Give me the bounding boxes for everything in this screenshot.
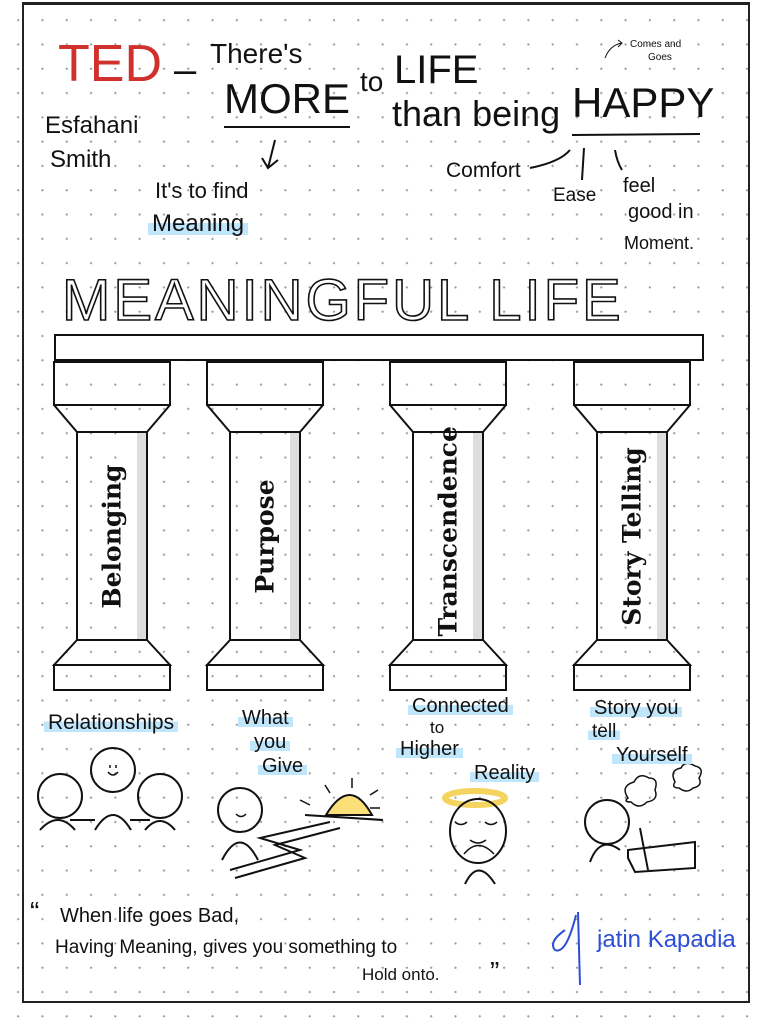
meaning-line2: Meaning bbox=[148, 212, 249, 236]
caption-story-you: Story you bbox=[590, 698, 683, 718]
title-more: MORE bbox=[224, 78, 350, 128]
meaning-line1: It's to find bbox=[155, 178, 249, 203]
caption-to: to bbox=[430, 718, 445, 737]
pillar-shadow bbox=[473, 432, 483, 640]
main-title: MEANINGFUL LIFE bbox=[61, 268, 624, 333]
pillar-1 bbox=[51, 361, 173, 691]
caption-what: What bbox=[238, 708, 293, 728]
caption-reality: Reality bbox=[470, 763, 540, 783]
purpose-figure bbox=[217, 778, 384, 879]
caption-tell: tell bbox=[588, 722, 621, 741]
caption-higher: Higher bbox=[396, 739, 463, 759]
quote-line3: Hold onto. bbox=[362, 965, 440, 984]
aspect-ease: Ease bbox=[553, 185, 597, 206]
pillar-beam bbox=[54, 334, 704, 361]
caption-yourself: Yourself bbox=[612, 745, 692, 765]
quote-open-mark: “ bbox=[30, 896, 40, 927]
aspect-moment: Moment. bbox=[624, 233, 695, 253]
ted-logo: TED bbox=[58, 35, 162, 93]
transcendence-figure bbox=[442, 788, 508, 885]
pillar-outline bbox=[204, 361, 326, 691]
caption-give: Give bbox=[258, 756, 308, 776]
quote-line2: Having Meaning, gives you something to bbox=[55, 937, 398, 958]
pillar-3 bbox=[387, 361, 509, 691]
caption-connected: Connected bbox=[408, 696, 513, 716]
pillar-label-purpose: Purpose bbox=[250, 479, 280, 594]
title-life: LIFE bbox=[394, 48, 479, 92]
pillar-label-belonging: Belonging bbox=[97, 464, 127, 609]
speaker-first: Esfahani bbox=[45, 112, 139, 139]
note-goes: Goes bbox=[648, 52, 672, 63]
aspect-feel: feel bbox=[623, 175, 656, 197]
title-than-being: than being bbox=[392, 93, 561, 134]
relationships-figures bbox=[37, 747, 183, 831]
pillar-label-transcendence: Transcendence bbox=[433, 426, 463, 637]
pillar-4 bbox=[571, 361, 693, 691]
aspect-good-in: good in bbox=[628, 201, 694, 223]
pillar-shadow bbox=[137, 432, 147, 640]
pillar-2 bbox=[204, 361, 326, 691]
pillar-outline bbox=[387, 361, 509, 691]
speaker-last: Smith bbox=[50, 146, 112, 173]
quote-line1: When life goes Bad, bbox=[60, 905, 239, 927]
quote-close-mark: ” bbox=[490, 956, 500, 987]
caption-relationships: Relationships bbox=[44, 712, 179, 733]
title-happy: HAPPY bbox=[572, 79, 715, 126]
pillar-outline bbox=[51, 361, 173, 691]
title-theres: There's bbox=[210, 38, 303, 69]
title-dash: – bbox=[174, 48, 197, 92]
signature: jatin Kapadia bbox=[597, 926, 736, 953]
storytelling-figure bbox=[584, 762, 702, 874]
pillar-shadow bbox=[657, 432, 667, 640]
pillar-outline bbox=[571, 361, 693, 691]
pillar-label-story-telling: Story Telling bbox=[617, 447, 647, 626]
caption-you: you bbox=[250, 732, 291, 752]
page-frame bbox=[22, 2, 750, 1003]
pillar-shadow bbox=[290, 432, 300, 640]
note-comes: Comes and bbox=[630, 39, 682, 50]
title-to: to bbox=[360, 66, 384, 97]
aspect-comfort: Comfort bbox=[446, 159, 521, 182]
